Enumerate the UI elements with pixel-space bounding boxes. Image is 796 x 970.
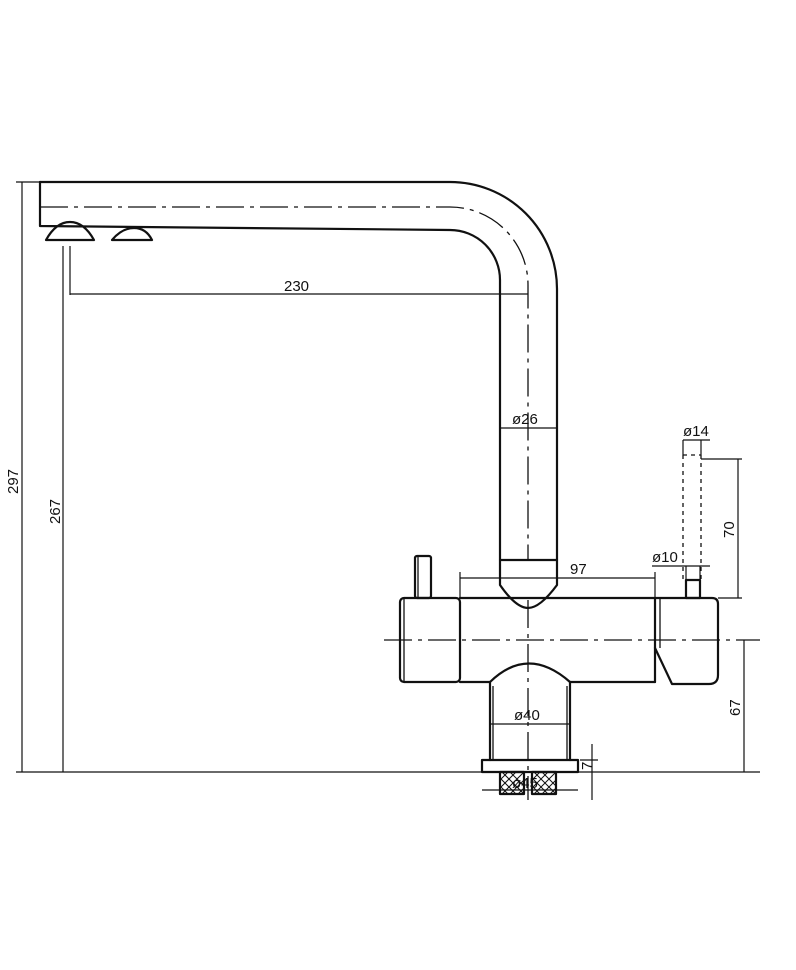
label-spout-reach: 230 [284, 278, 309, 295]
label-outlet-height: 267 [47, 499, 64, 524]
label-body-width: 97 [570, 561, 587, 578]
label-base-diameter: ø40 [514, 707, 540, 724]
faucet-base [480, 600, 580, 800]
mount-hatching [499, 771, 557, 795]
dimension-lines [16, 181, 760, 800]
label-total-height: 297 [5, 469, 22, 494]
label-lever-diameter: ø14 [683, 423, 709, 440]
dimension-labels: 230 ø26 ø14 70 ø10 97 ø40 ø45 7 67 267 2… [5, 278, 744, 792]
label-mount-diameter: ø45 [512, 775, 538, 792]
label-body-height: 67 [727, 699, 744, 716]
label-lever-stem-diameter: ø10 [652, 549, 678, 566]
spout [38, 180, 559, 562]
faucet-body [384, 454, 760, 686]
label-ring-height: 7 [579, 762, 596, 770]
label-lever-length: 70 [721, 521, 738, 538]
label-spout-diameter: ø26 [512, 411, 538, 428]
